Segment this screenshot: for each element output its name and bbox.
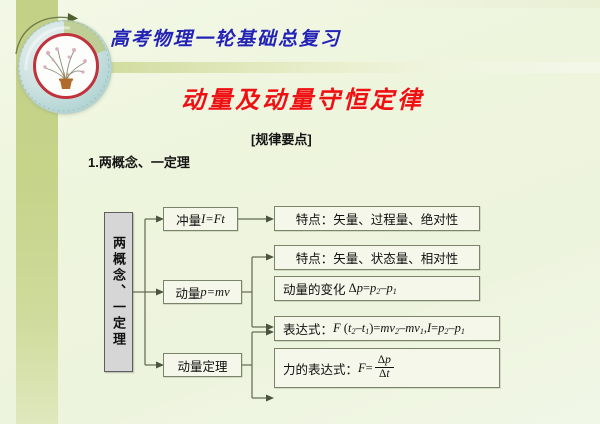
node-label-momentum: 动量 [175, 286, 201, 301]
colon-2: ： [320, 252, 334, 266]
node-formula-impulse: I=Ft [201, 211, 225, 226]
colon-3: ： [320, 323, 334, 337]
node-label-impulse: 冲量 [176, 213, 202, 228]
emblem-highlight-arc [24, 26, 71, 71]
plum-blossom-icon [43, 47, 87, 89]
feature-prefix-momentum: 特点 [295, 252, 321, 266]
section-label: [规律要点] [251, 132, 312, 147]
diagram-node-theorem-expression[interactable]: 表达式：F (t2–t1)=mv2–mv1,I=p2–p1 [274, 316, 500, 341]
diagram-node-impulse-feature[interactable]: 特点：矢量、过程量、绝对性 [274, 206, 480, 231]
diagram-root-node[interactable]: 两概念、一定理 [104, 212, 133, 372]
node-formula-momentum: p=mv [200, 284, 230, 299]
emblem-inner-circle [33, 33, 99, 99]
colon-1: ： [320, 213, 334, 227]
horizontal-decorative-band [58, 62, 600, 73]
expression-label: 表达式 [283, 323, 321, 337]
top-right-decorative-band [330, 0, 600, 8]
force-expression-label: 力的表达式 [283, 362, 346, 377]
course-subtitle: 高考物理一轮基础总复习 [110, 29, 342, 50]
colon-4: ： [345, 362, 359, 377]
momentum-change-label: 动量的变化 [283, 283, 346, 297]
section-heading: 1.两概念、一定理 [88, 155, 190, 170]
feature-text-momentum: 矢量、状态量、相对性 [333, 252, 459, 266]
emblem [16, 18, 114, 116]
diagram-node-theorem[interactable]: 动量定理 [163, 353, 242, 377]
diagram-node-momentum-feature[interactable]: 特点：矢量、状态量、相对性 [274, 245, 480, 270]
page-title: 动量及动量守恒定律 [181, 88, 424, 114]
feature-text-impulse: 矢量、过程量、绝对性 [333, 213, 459, 227]
feature-prefix-impulse: 特点 [295, 213, 321, 227]
